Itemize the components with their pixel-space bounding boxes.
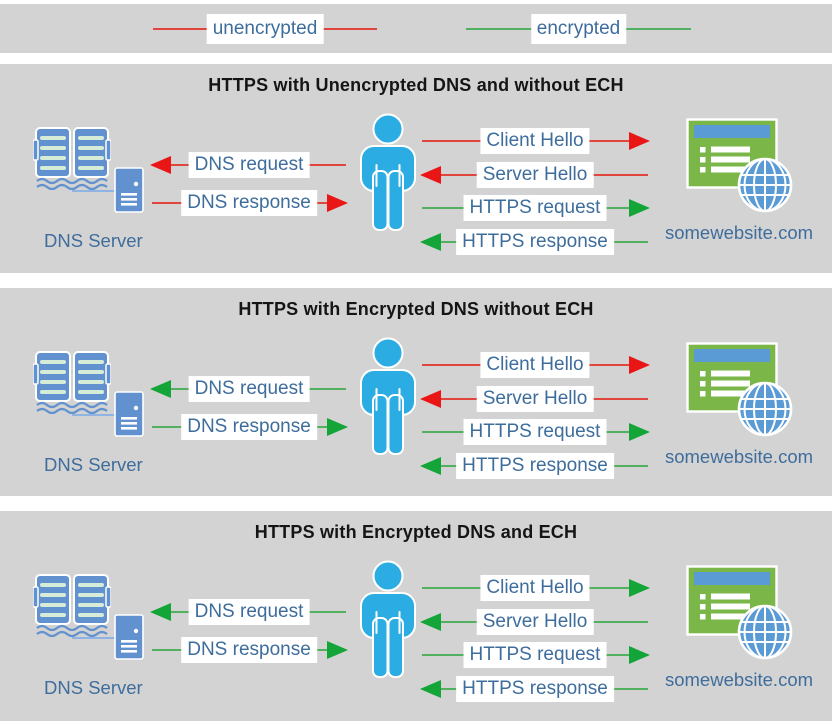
dns-server-icon [114,167,144,213]
dns-connector-line [72,414,116,416]
https-request-arrow: HTTPS request [420,642,650,668]
arrow-label: HTTPS response [456,453,614,479]
arrow-head-left-icon [420,166,441,184]
arrow-head-right-icon [327,418,348,436]
arrow-head-left-icon [420,457,441,475]
panel-title: HTTPS with Encrypted DNS and ECH [254,522,578,542]
panel-encrypted-dns-and-ech: HTTPS with Encrypted DNS and ECH DNS Ser… [0,511,832,721]
arrow-head-right-icon [629,132,650,150]
https-request-arrow: HTTPS request [420,195,650,221]
dns-server-label: DNS Server [44,454,143,475]
website-globe-icon [686,342,793,437]
dns-request-arrow: DNS request [150,599,348,625]
arrow-label: Client Hello [480,128,590,154]
legend-bar: unencrypted encrypted [0,4,832,53]
website-globe-icon [686,118,793,213]
arrow-head-right-icon [629,199,650,217]
dns-server-icon [114,391,144,437]
website-label: somewebsite.com [664,446,814,467]
arrow-label: DNS request [188,376,310,402]
arrow-head-right-icon [629,579,650,597]
arrow-label: DNS request [188,152,310,178]
panel-title: HTTPS with Unencrypted DNS and without E… [208,75,624,95]
website-label: somewebsite.com [664,669,814,690]
arrow-label: Server Hello [476,162,594,188]
arrow-label: HTTPS request [463,195,607,221]
arrow-head-left-icon [420,613,441,631]
website-label: somewebsite.com [664,222,814,243]
panel-encrypted-dns-no-ech: HTTPS with Encrypted DNS without ECH DNS… [0,288,832,496]
arrow-label: Client Hello [480,352,590,378]
arrow-head-right-icon [629,356,650,374]
https-response-arrow: HTTPS response [420,453,650,479]
arrow-label: Server Hello [476,609,594,635]
panel-unencrypted-dns-no-ech: HTTPS with Unencrypted DNS and without E… [0,64,832,273]
legend-item-encrypted: encrypted [464,14,693,44]
dns-connector-line [72,637,116,639]
user-person-icon [360,337,416,455]
dns-book-icon [33,126,111,190]
website-globe-icon [686,565,793,660]
user-person-icon [360,560,416,678]
dns-server-label: DNS Server [44,677,143,698]
dns-response-arrow: DNS response [150,637,348,663]
arrow-label: DNS response [181,190,317,216]
arrow-head-left-icon [420,233,441,251]
dns-book-icon [33,350,111,414]
arrow-head-left-icon [420,680,441,698]
arrow-label: DNS request [188,599,310,625]
legend-label: encrypted [530,14,627,44]
legend-label: unencrypted [206,14,324,44]
client-hello-arrow: Client Hello [420,352,650,378]
server-hello-arrow: Server Hello [420,609,650,635]
dns-connector-line [72,190,116,192]
arrow-label: HTTPS request [463,642,607,668]
arrow-head-right-icon [327,641,348,659]
arrow-head-left-icon [150,156,171,174]
legend-item-unencrypted: unencrypted [151,14,379,44]
client-hello-arrow: Client Hello [420,575,650,601]
arrow-label: DNS response [181,637,317,663]
https-request-arrow: HTTPS request [420,419,650,445]
user-person-icon [360,113,416,231]
https-response-arrow: HTTPS response [420,676,650,702]
arrow-label: Server Hello [476,386,594,412]
server-hello-arrow: Server Hello [420,386,650,412]
https-response-arrow: HTTPS response [420,229,650,255]
arrow-label: HTTPS response [456,676,614,702]
arrow-label: Client Hello [480,575,590,601]
server-hello-arrow: Server Hello [420,162,650,188]
arrow-label: HTTPS request [463,419,607,445]
arrow-head-left-icon [420,390,441,408]
arrow-label: DNS response [181,414,317,440]
dns-server-icon [114,614,144,660]
arrow-head-right-icon [629,646,650,664]
arrow-head-right-icon [629,423,650,441]
panel-title: HTTPS with Encrypted DNS without ECH [238,299,594,319]
dns-server-label: DNS Server [44,230,143,251]
client-hello-arrow: Client Hello [420,128,650,154]
dns-request-arrow: DNS request [150,376,348,402]
dns-request-arrow: DNS request [150,152,348,178]
dns-response-arrow: DNS response [150,414,348,440]
arrow-label: HTTPS response [456,229,614,255]
dns-response-arrow: DNS response [150,190,348,216]
dns-book-icon [33,573,111,637]
arrow-head-right-icon [327,194,348,212]
arrow-head-left-icon [150,603,171,621]
arrow-head-left-icon [150,380,171,398]
